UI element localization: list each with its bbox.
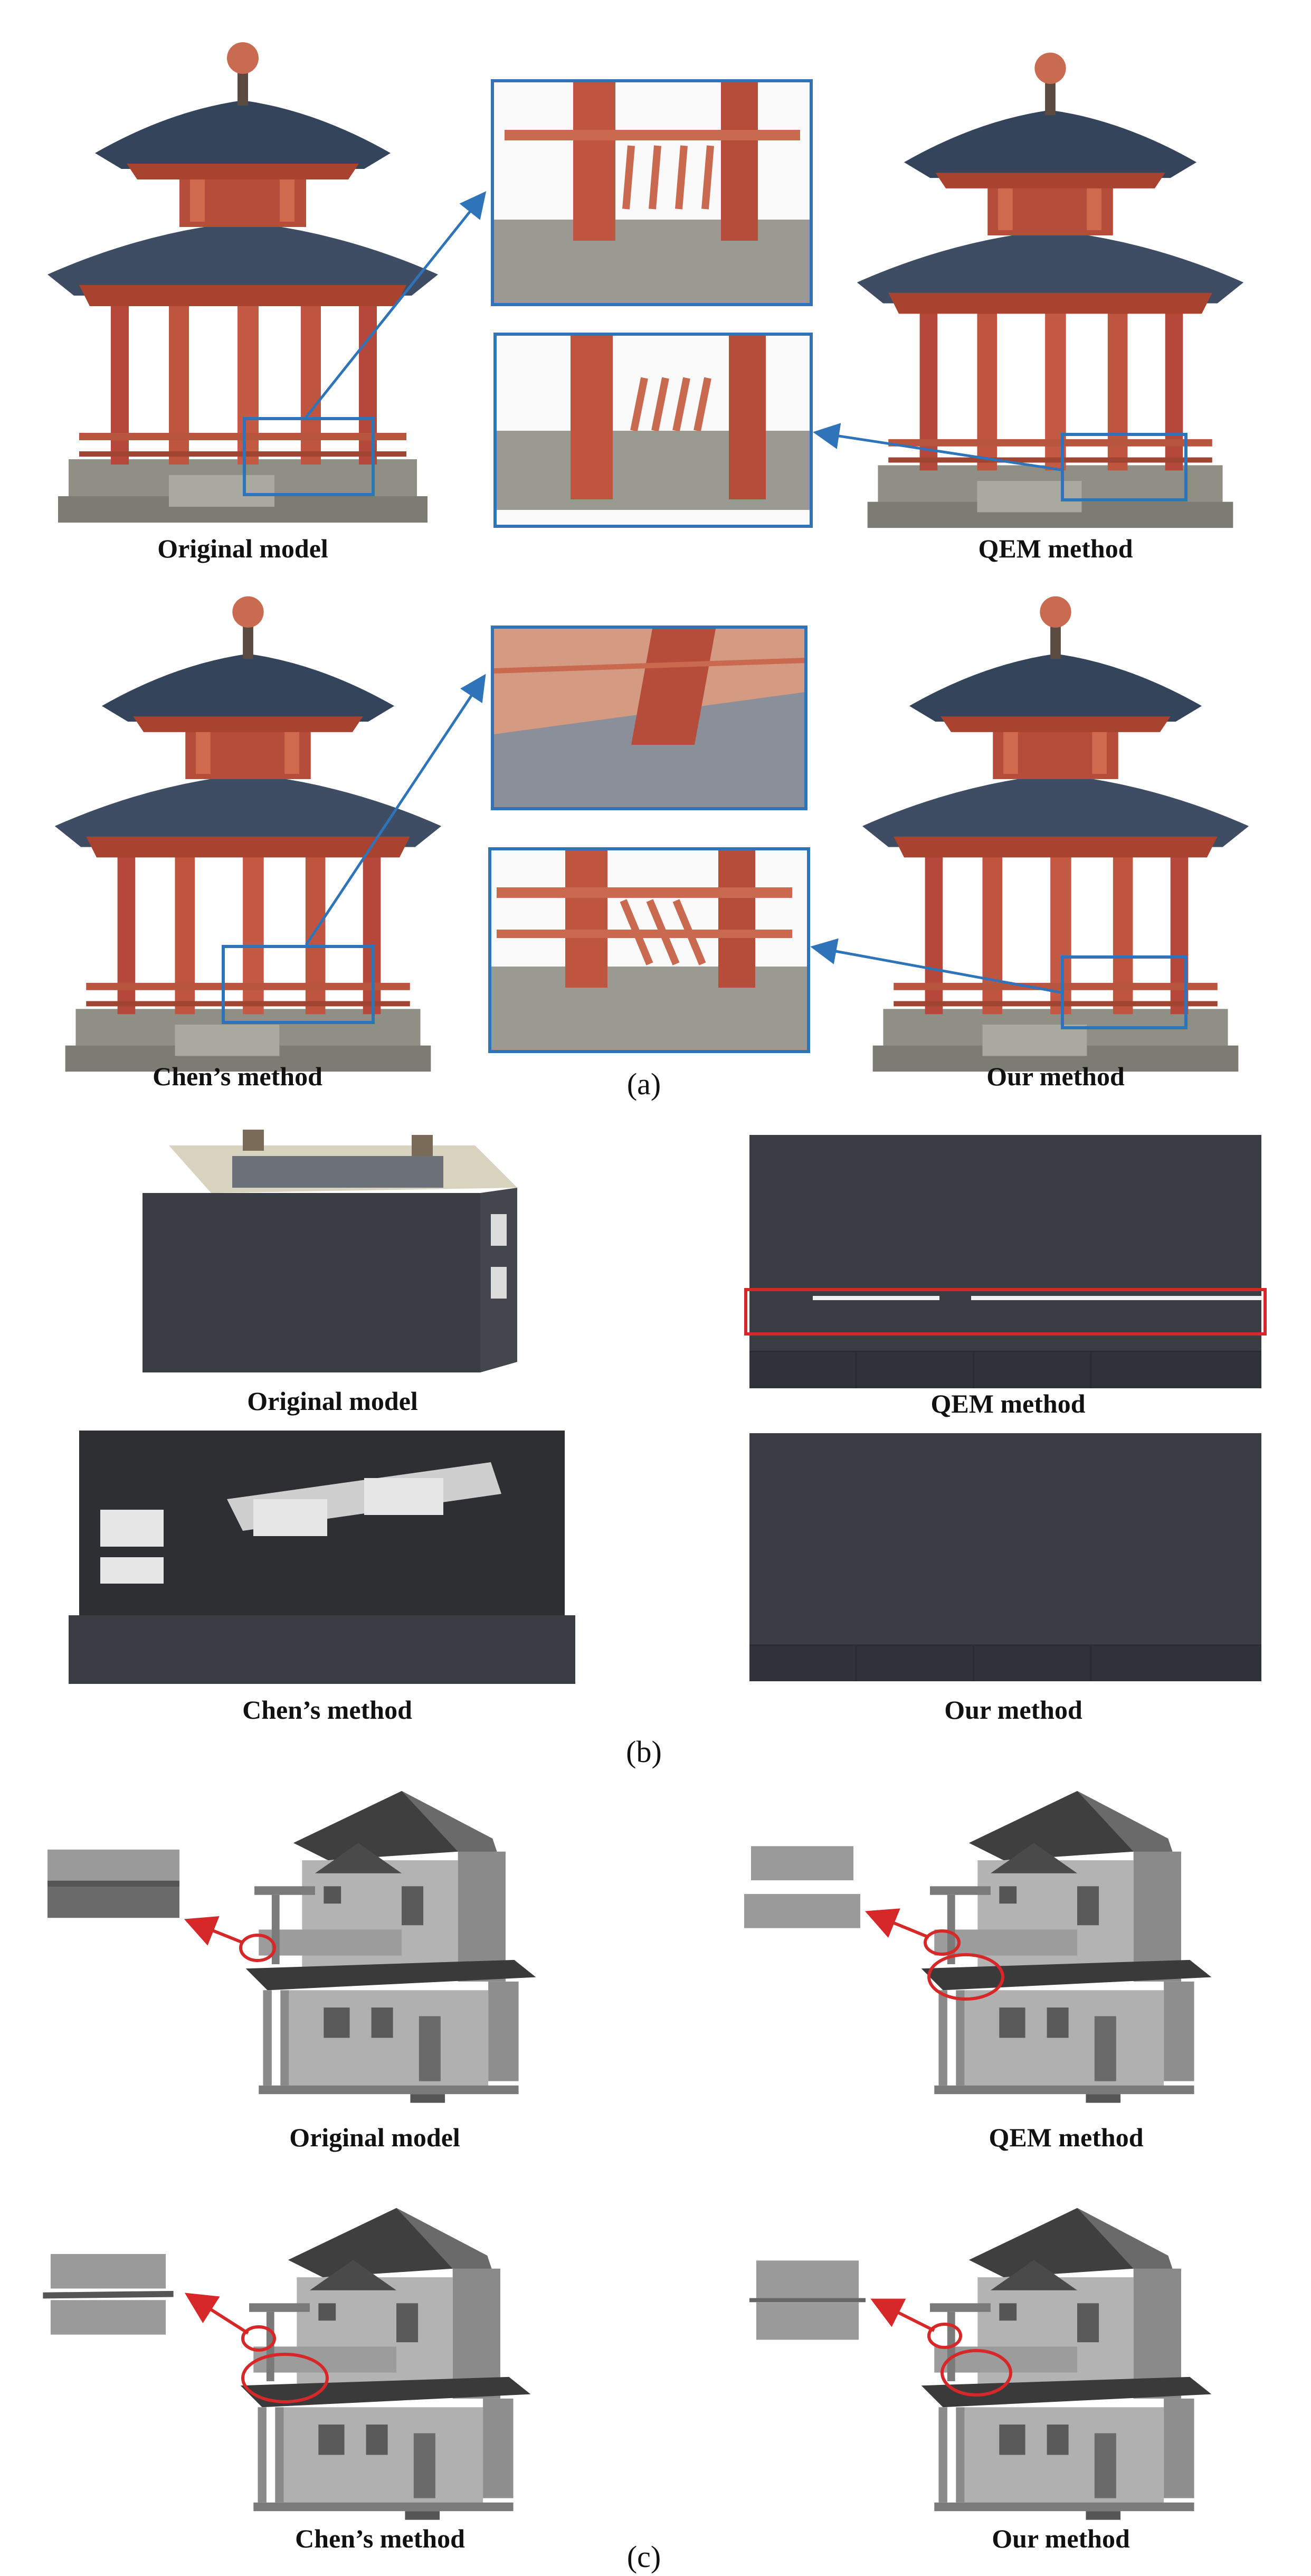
highlight-box-qem [1061,433,1188,501]
label-b-original: Original model [247,1386,418,1416]
label-b-chen: Chen’s method [242,1695,412,1725]
red-annotations-c [184,1908,1012,2403]
building-ours [749,1433,1261,1681]
label-c-original: Original model [289,2123,460,2152]
building-original [142,1130,517,1372]
panel-tag-b: (b) [626,1735,662,1769]
building-qem [749,1135,1261,1388]
detail-qem [744,1846,860,1928]
building-chen [69,1431,575,1684]
zoom-qem [493,333,813,528]
panel-tag-a: (a) [626,1067,661,1101]
connector-arrows-a [305,191,1061,994]
label-c-ours: Our method [992,2524,1130,2553]
zoom-ours [488,847,810,1053]
label-a-original: Original model [157,534,328,563]
zoom-original [491,79,813,306]
label-a-chen: Chen’s method [153,1062,322,1091]
detail-ours [749,2260,866,2340]
highlight-box-ours [1061,955,1188,1029]
detail-chen [43,2254,174,2335]
label-c-qem: QEM method [989,2123,1144,2152]
zoom-chen [491,626,808,810]
label-b-ours: Our method [944,1695,1082,1725]
label-b-qem: QEM method [930,1389,1086,1418]
label-a-qem: QEM method [978,534,1133,563]
label-c-chen: Chen’s method [295,2524,465,2553]
label-a-ours: Our method [986,1062,1125,1091]
highlight-box-b-qem [744,1288,1267,1336]
panel-tag-c: (c) [626,2540,661,2574]
highlight-box-chen [222,945,375,1024]
highlight-box-original [243,417,375,496]
